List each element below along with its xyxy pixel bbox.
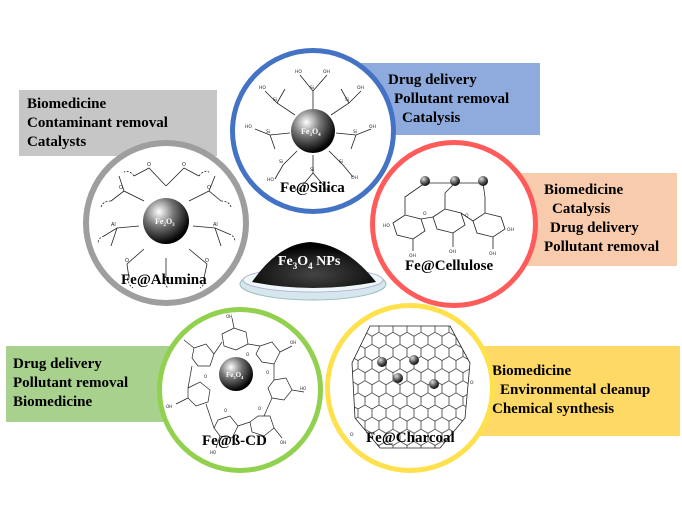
svg-text:HO: HO	[295, 69, 302, 75]
svg-text:Si: Si	[345, 97, 349, 103]
panel-cellulose-line: Biomedicine	[544, 182, 624, 198]
svg-text:O: O	[470, 380, 474, 386]
svg-text:OH: OH	[507, 227, 514, 233]
svg-text:HO: HO	[210, 450, 216, 455]
svg-text:O: O	[423, 211, 427, 217]
alumina-structure: O O O O Al Al O O O Fe2O3	[97, 162, 236, 289]
panel-silica-line: Catalysis	[402, 110, 461, 126]
center-label-sub2: 4	[308, 260, 313, 271]
svg-text:O: O	[147, 162, 151, 168]
panel-cd-line: Biomedicine	[13, 394, 93, 410]
svg-text:HO: HO	[267, 177, 274, 183]
svg-text:O: O	[224, 408, 227, 413]
svg-text:O: O	[246, 352, 249, 357]
svg-text:OH: OH	[409, 253, 416, 259]
center-label: Fe3O4 NPs	[278, 254, 340, 271]
cd-structure: OH OH HO OH HO OH HO O O O O O Fe3O4	[166, 314, 306, 455]
panel-charcoal-line: Chemical synthesis	[492, 401, 615, 417]
svg-text:O: O	[205, 258, 209, 264]
panel-charcoal-line: Biomedicine	[492, 363, 572, 379]
svg-text:O: O	[350, 432, 354, 438]
svg-text:OH: OH	[489, 251, 496, 257]
charcoal-structure: OO	[350, 325, 474, 449]
panel-charcoal: Biomedicine Environmental cleanup Chemic…	[454, 346, 680, 436]
svg-text:HO: HO	[245, 124, 252, 130]
svg-text:O: O	[266, 370, 269, 375]
cellulose-structure: HO OH OH OH OH O O	[383, 176, 514, 259]
svg-text:OH: OH	[323, 69, 330, 75]
svg-text:Si: Si	[266, 129, 270, 135]
circle-cellulose-label: Fe@Cellulose	[405, 258, 494, 274]
svg-text:OH: OH	[226, 314, 232, 319]
svg-text:O: O	[163, 277, 167, 283]
circle-cd: OH OH HO OH HO OH HO O O O O O Fe3O4 Fe@ß-CD	[157, 307, 323, 473]
panel-silica-line: Pollutant removal	[394, 91, 510, 107]
panel-charcoal-line: Environmental cleanup	[500, 382, 651, 398]
svg-text:Si: Si	[310, 85, 314, 91]
svg-text:OH: OH	[323, 187, 330, 193]
svg-text:HO: HO	[295, 187, 302, 193]
svg-text:O: O	[465, 213, 469, 219]
svg-text:OH: OH	[449, 249, 456, 255]
svg-text:Al: Al	[111, 222, 116, 228]
svg-text:Si: Si	[273, 97, 277, 103]
panel-cellulose-line: Catalysis	[552, 201, 611, 217]
circle-cellulose: HO OH OH OH OH O O Fe@Cellulose	[370, 140, 538, 308]
svg-text:Si: Si	[279, 159, 283, 165]
svg-text:OH: OH	[166, 404, 172, 409]
svg-text:OH: OH	[290, 340, 296, 345]
svg-text:HO: HO	[300, 386, 306, 391]
panel-alumina: Biomedicine Contaminant removal Catalyst…	[19, 90, 217, 156]
center-label-fe: Fe	[278, 254, 293, 269]
circle-charcoal-label: Fe@Charcoal	[366, 430, 455, 446]
svg-text:Fe2O3: Fe2O3	[155, 217, 175, 228]
circle-cd-label: Fe@ß-CD	[202, 433, 267, 449]
circle-silica-label: Fe@Silica	[280, 180, 345, 196]
svg-text:Fe3O4: Fe3O4	[226, 371, 244, 380]
svg-text:OH: OH	[280, 440, 286, 445]
panel-cellulose-line: Pollutant removal	[544, 239, 660, 255]
svg-text:O: O	[119, 185, 123, 191]
svg-text:Fe3O4: Fe3O4	[301, 127, 321, 138]
center-dish: Fe3O4 NPs	[238, 240, 388, 302]
svg-text:O: O	[258, 406, 261, 411]
petri-dish-image	[239, 242, 387, 301]
panel-alumina-line: Biomedicine	[27, 96, 107, 112]
svg-text:OH: OH	[357, 85, 364, 91]
panel-silica-line: Drug delivery	[388, 72, 477, 88]
center-label-o: O	[297, 254, 309, 269]
panel-cd-line: Pollutant removal	[13, 375, 129, 391]
svg-text:Si: Si	[353, 129, 357, 135]
svg-text:O: O	[182, 162, 186, 168]
svg-text:O: O	[125, 258, 129, 264]
svg-text:HO: HO	[174, 334, 180, 339]
svg-text:HO: HO	[383, 223, 390, 229]
svg-text:Si: Si	[339, 159, 343, 165]
center-label-sub: 3	[292, 260, 298, 271]
svg-text:OH: OH	[369, 124, 376, 130]
center-label-tail: NPs	[312, 254, 341, 269]
svg-text:Si: Si	[310, 167, 314, 173]
panel-alumina-line: Contaminant removal	[27, 115, 168, 131]
svg-text:O: O	[204, 374, 207, 379]
panel-cellulose-line: Drug delivery	[550, 220, 639, 236]
panel-alumina-line: Catalysts	[27, 134, 87, 150]
svg-text:HO: HO	[259, 85, 266, 91]
panel-cd-line: Drug delivery	[13, 356, 102, 372]
circle-alumina: O O O O Al Al O O O Fe2O3 Fe@Alumina	[83, 140, 249, 306]
svg-text:O: O	[207, 185, 211, 191]
svg-text:Al: Al	[213, 222, 218, 228]
svg-text:OH: OH	[351, 175, 358, 181]
circle-alumina-label: Fe@Alumina	[121, 272, 207, 288]
